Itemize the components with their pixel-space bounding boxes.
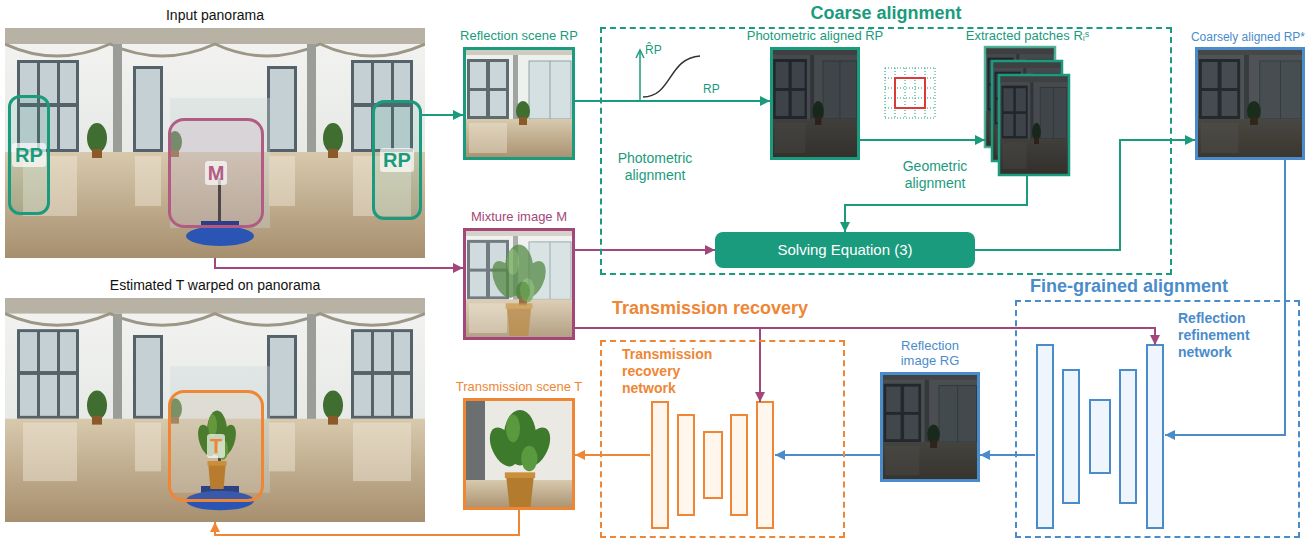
image-box: Mixture image M: [463, 228, 575, 340]
axis-label-holder: RP: [0, 0, 17, 18]
scene-picture: [880, 372, 980, 482]
node-label: Input panorama: [166, 7, 264, 24]
network-blocks: [652, 402, 773, 528]
scene-picture: [1195, 47, 1305, 160]
node-label: Estimated T warped on panorama: [110, 277, 320, 294]
group-box: Fine-grained alignmentReflection refinem…: [1015, 300, 1300, 538]
node-label: Reflection refinement network: [1178, 310, 1278, 360]
edge-label: Geometric alignment: [888, 158, 982, 192]
process-box: Solving Equation (3): [715, 232, 975, 268]
edge-label: Photometric alignment: [606, 150, 704, 184]
connector-arrow: [575, 100, 770, 102]
edge-label-holder: Geometric alignment: [0, 0, 94, 34]
scene-picture: [463, 228, 575, 340]
node-label: RP: [12, 143, 46, 167]
node-label: Fine-grained alignment: [1030, 276, 1228, 298]
panorama-picture: [5, 28, 425, 258]
node-label: RP: [380, 148, 414, 172]
patch-stack: [985, 47, 1069, 175]
axis-label: R̂P: [645, 43, 662, 57]
network-block: Transmission recovery network: [650, 402, 775, 528]
node-label: Transmission recovery network: [622, 346, 722, 396]
node-label: Coarse alignment: [810, 3, 961, 25]
node-label: Mixture image M: [471, 209, 567, 225]
node-label: Extracted patches Rᵢˢ: [966, 28, 1090, 44]
node-label: Coarsely aligned RP*: [1191, 30, 1305, 44]
connector-arrow: [575, 328, 1155, 345]
image-box: Transmission scene T: [463, 398, 575, 510]
panorama-image: Input panoramaRPMRP: [5, 28, 425, 258]
scene-picture: [463, 47, 575, 160]
connector-arrow: [775, 454, 880, 456]
axis-label: RP: [703, 82, 720, 96]
node-label: Photometric aligned R̂P: [747, 28, 884, 44]
image-stack: Extracted patches Rᵢˢ: [985, 47, 1070, 175]
connector-arrow: [980, 454, 1035, 456]
node-label: Reflection image RG: [888, 338, 972, 369]
node-label: Solving Equation (3): [777, 241, 912, 259]
patch-window: [895, 78, 925, 108]
region-frame: M: [168, 118, 264, 228]
tone-curve-plot: [636, 50, 700, 100]
connector-arrow: [422, 114, 463, 116]
image-box: Reflection image RG: [880, 372, 980, 482]
node-label: T: [207, 434, 225, 458]
connector-arrow: [215, 258, 463, 268]
panorama-picture: [5, 298, 425, 522]
connector-arrow: [1165, 160, 1285, 435]
panorama-image: Estimated T warped on panoramaT: [5, 298, 425, 522]
group-box: Transmission recoveryTransmission recove…: [600, 340, 845, 538]
scene-picture: [463, 398, 575, 510]
axis-label-holder: R̂P: [0, 0, 17, 18]
network-blocks: [1037, 345, 1163, 528]
grid-icon: [885, 68, 935, 118]
connector-arrow: [215, 510, 519, 535]
region-frame: RP: [8, 95, 50, 215]
connector-arrow: [860, 139, 985, 141]
node-label: M: [205, 161, 228, 185]
image-box: Coarsely aligned RP*: [1195, 47, 1305, 160]
connector-arrow: [575, 249, 715, 251]
node-label: Reflection scene RP: [460, 28, 578, 44]
scene-picture: [770, 47, 860, 160]
node-label: Transmission scene T: [456, 379, 582, 395]
image-box: Reflection scene RP: [463, 47, 575, 160]
connector-arrow: [575, 454, 650, 456]
network-block: Reflection refinement network: [1035, 345, 1165, 528]
edge-label-holder: Photometric alignment: [0, 0, 98, 34]
connector-arrow: [975, 140, 1195, 250]
region-frame: T: [168, 390, 264, 502]
node-label: Transmission recovery: [612, 298, 808, 320]
region-frame: RP: [372, 100, 422, 220]
image-box: Photometric aligned R̂P: [770, 47, 860, 160]
